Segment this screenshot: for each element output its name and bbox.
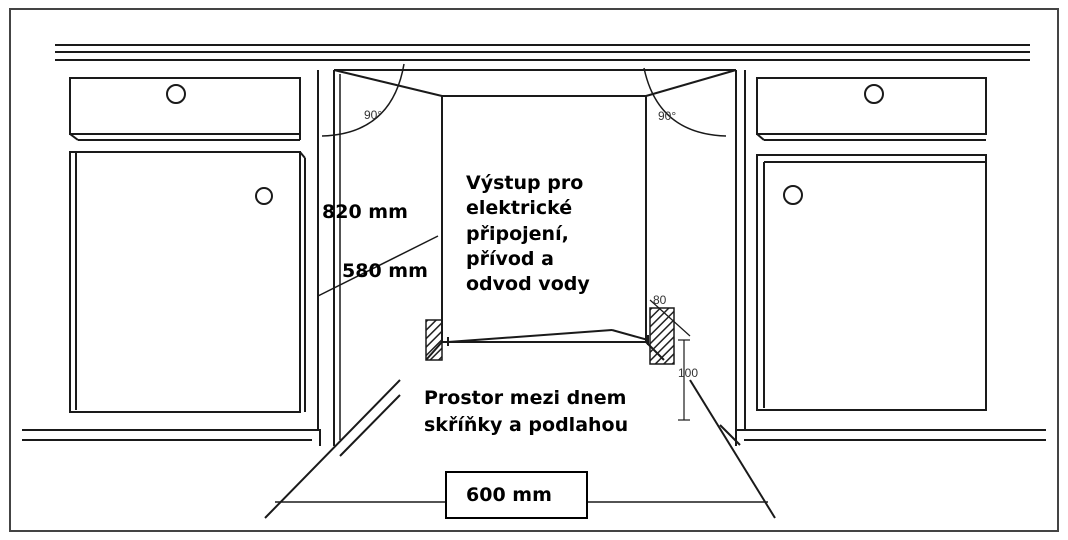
back-wall-base: [447, 329, 649, 346]
space-label: Prostor mezi dnem skříňky a podlahou: [424, 387, 628, 436]
angle-arc-right: [643, 67, 727, 137]
hatched-block-right: [649, 307, 675, 365]
countertop: [55, 44, 1030, 61]
angle-arc-left: [321, 63, 405, 137]
width-label-box: [445, 471, 588, 519]
depth-label: 580 mm: [342, 260, 428, 282]
left-cabinet: [22, 70, 335, 446]
door-knob: [783, 185, 803, 205]
drawer-knob: [166, 84, 186, 104]
outlet-label-line: Výstup pro: [466, 172, 583, 194]
space-label-line: skříňky a podlahou: [424, 414, 628, 436]
dim-100-label: 100: [678, 366, 698, 380]
outlet-label-line: odvod vody: [466, 273, 590, 295]
drawer-knob: [864, 84, 884, 104]
dimension-580-line: [317, 235, 439, 297]
hatched-block-left: [425, 319, 443, 361]
outlet-label-line: připojení,: [466, 223, 569, 245]
dishwasher-niche: [264, 69, 776, 519]
outlet-label: Výstup pro elektrické připojení, přívod …: [466, 172, 590, 295]
height-label: 820 mm: [322, 201, 408, 223]
right-cabinet: [735, 70, 1046, 446]
outlet-label-line: elektrické: [466, 197, 572, 219]
width-label: 600 mm: [466, 484, 552, 506]
angle-label-right: 90°: [658, 109, 676, 123]
angle-label-left: 90°: [364, 108, 382, 122]
door-knob: [255, 187, 273, 205]
space-label-line: Prostor mezi dnem: [424, 387, 626, 409]
dim-80-label: 80: [653, 293, 667, 307]
outlet-label-line: přívod a: [466, 248, 554, 270]
